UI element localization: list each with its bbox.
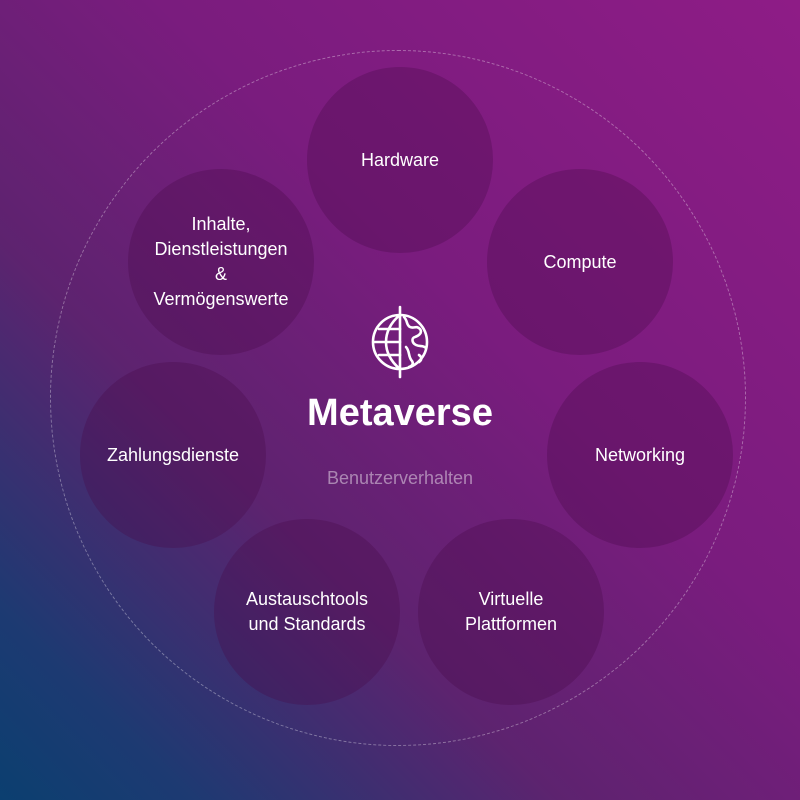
node-label: Networking [594,444,686,465]
center-subtitle: Benutzerverhalten [326,468,474,488]
node-label: Zahlungsdienste [106,444,240,465]
globe-icon [371,305,429,379]
node-inhalte: Inhalte, Dienstleistungen & Vermögenswer… [128,169,314,355]
node-label: Compute [543,251,617,272]
node-austauschtools: Austauschtools und Standards [214,519,400,705]
node-zahlungsdienste: Zahlungsdienste [80,362,266,548]
node-compute: Compute [487,169,673,355]
outer-dashed-ring [50,50,746,746]
node-networking: Networking [547,362,733,548]
node-virtuelle-plattformen: Virtuelle Plattformen [418,519,604,705]
node-label: Hardware [360,149,440,170]
node-hardware: Hardware [307,67,493,253]
node-label: Austauschtools und Standards [245,589,369,634]
node-label: Virtuelle Plattformen [464,589,558,634]
node-label: Inhalte, Dienstleistungen & Vermögenswer… [153,214,289,309]
center-title: Metaverse [307,392,493,434]
